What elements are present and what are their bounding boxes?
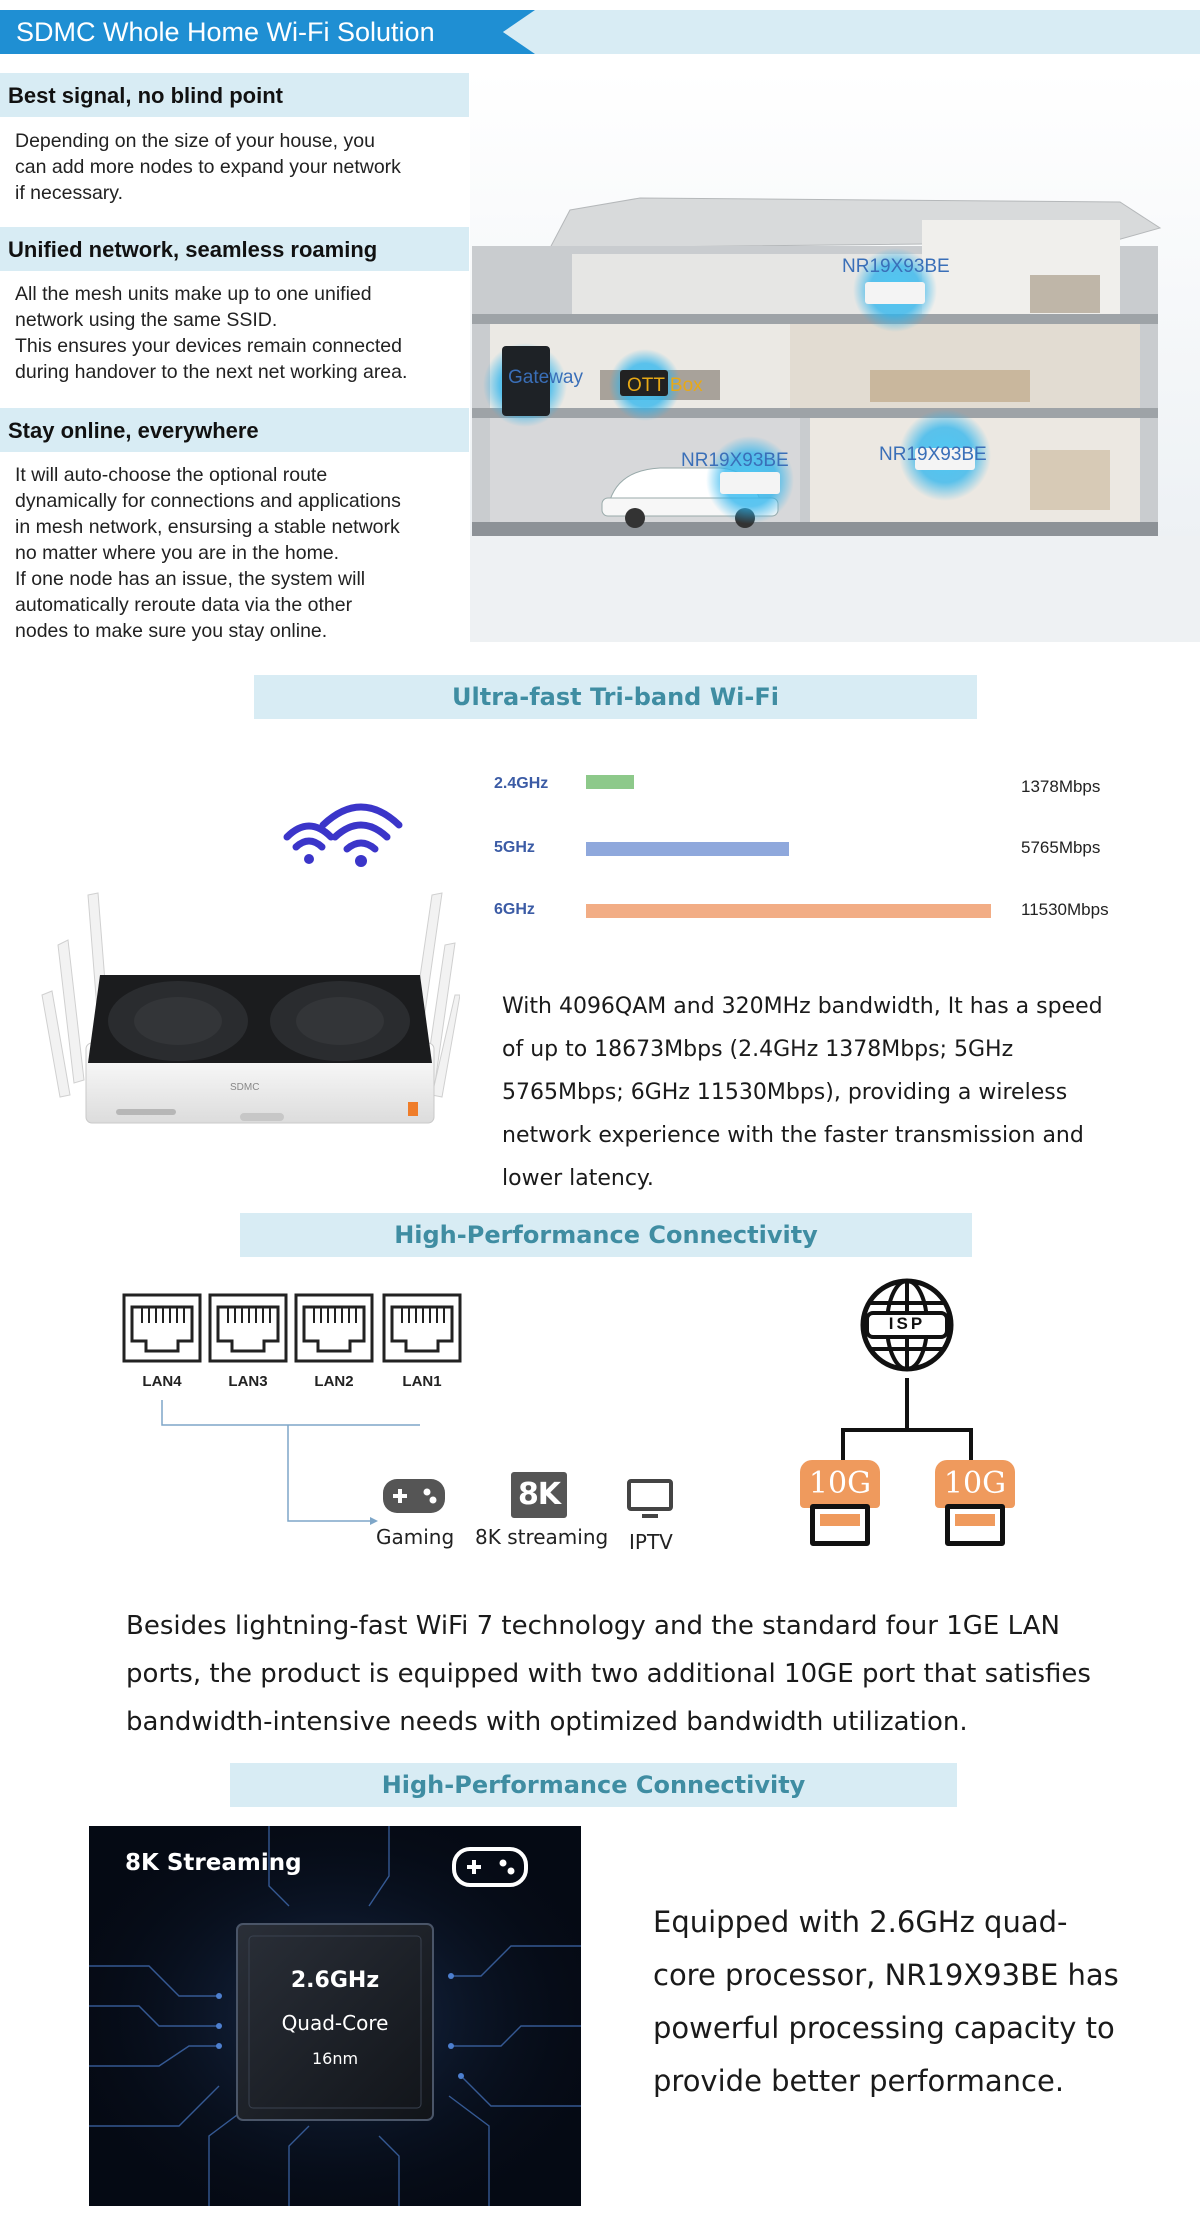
band-label-5: 5GHz (494, 839, 535, 856)
router-brand-logo: SDMC (230, 1082, 259, 1093)
processor-description: Equipped with 2.6GHz quad- core processo… (653, 1905, 1119, 2098)
tv-icon (627, 1479, 673, 1518)
house-illustration: NR19X93BE Gateway OTT Box NR19X93BE NR19… (470, 70, 1200, 642)
band-speed-6: 11530Mbps (1021, 900, 1109, 919)
label-node-left: NR19X93BE (681, 450, 789, 471)
house-drawing (470, 70, 1200, 642)
lan-port-2 (294, 1293, 374, 1363)
band-bar-24 (586, 775, 634, 789)
gamepad-icon (383, 1479, 445, 1513)
lan-label-3: LAN3 (228, 1373, 268, 1390)
page-title: SDMC Whole Home Wi-Fi Solution (16, 17, 435, 47)
label-ott-box: OTT Box (627, 375, 703, 396)
app-label-8k: 8K streaming (475, 1525, 609, 1549)
section-banner-connectivity: High-Performance Connectivity (240, 1213, 972, 1257)
lan-port-1 (382, 1293, 462, 1363)
8k-icon: 8K (511, 1472, 567, 1518)
header-flag (0, 10, 535, 54)
band-bar-5 (586, 842, 789, 856)
chip-node: 16nm (311, 2049, 359, 2068)
wifi-icon (283, 803, 403, 867)
app-label-iptv: IPTV (629, 1530, 673, 1554)
gamepad-icon (452, 1847, 528, 1887)
triband-description: With 4096QAM and 320MHz bandwidth, It ha… (502, 994, 1103, 1191)
cpu-image-panel: 8K Streaming 2.6GHz Quad-Core 16nm (89, 1826, 581, 2206)
lan-label-4: LAN4 (142, 1373, 182, 1390)
lan-connector-lines (161, 1400, 420, 1525)
chip-cores: Quad-Core (281, 2011, 389, 2035)
isp-connector-lines (841, 1378, 973, 1468)
isp-label: ISP (888, 1314, 926, 1333)
10g-port-2: 10G (935, 1460, 1015, 1550)
10g-port-1: 10G (800, 1460, 880, 1550)
lan-label-1: LAN1 (402, 1373, 442, 1390)
isp-globe-icon (860, 1278, 954, 1372)
feature-text-online: It will auto-choose the optional route d… (15, 464, 401, 642)
feature-text-signal: Depending on the size of your house, you… (15, 130, 401, 204)
band-speed-24: 1378Mbps (1021, 777, 1101, 796)
lan-port-3 (208, 1293, 288, 1363)
label-gateway: Gateway (508, 367, 583, 388)
connectivity-description: Besides lightning-fast WiFi 7 technology… (126, 1611, 1091, 1737)
band-speed-5: 5765Mbps (1021, 838, 1101, 857)
chip-frequency: 2.6GHz (290, 1968, 380, 1993)
panel-title: 8K Streaming (125, 1850, 302, 1876)
circuit-background (89, 1826, 581, 2206)
lan-label-2: LAN2 (314, 1373, 354, 1390)
band-bar-6 (586, 904, 991, 918)
feature-heading-online: Stay online, everywhere (0, 408, 469, 452)
lan-port-4 (122, 1293, 202, 1363)
feature-heading-roaming: Unified network, seamless roaming (0, 227, 469, 271)
label-node-top: NR19X93BE (842, 256, 950, 277)
app-label-gaming: Gaming (376, 1525, 455, 1549)
feature-heading-signal: Best signal, no blind point (0, 73, 469, 117)
section-banner-processor: High-Performance Connectivity (230, 1763, 957, 1807)
router-image: SDMC (41, 892, 460, 1124)
feature-text-roaming: All the mesh units make up to one unifie… (15, 283, 408, 383)
band-label-6: 6GHz (494, 901, 535, 918)
band-label-24: 2.4GHz (494, 775, 549, 792)
section-banner-triband: Ultra-fast Tri-band Wi-Fi (254, 675, 977, 719)
label-node-right: NR19X93BE (879, 444, 987, 465)
